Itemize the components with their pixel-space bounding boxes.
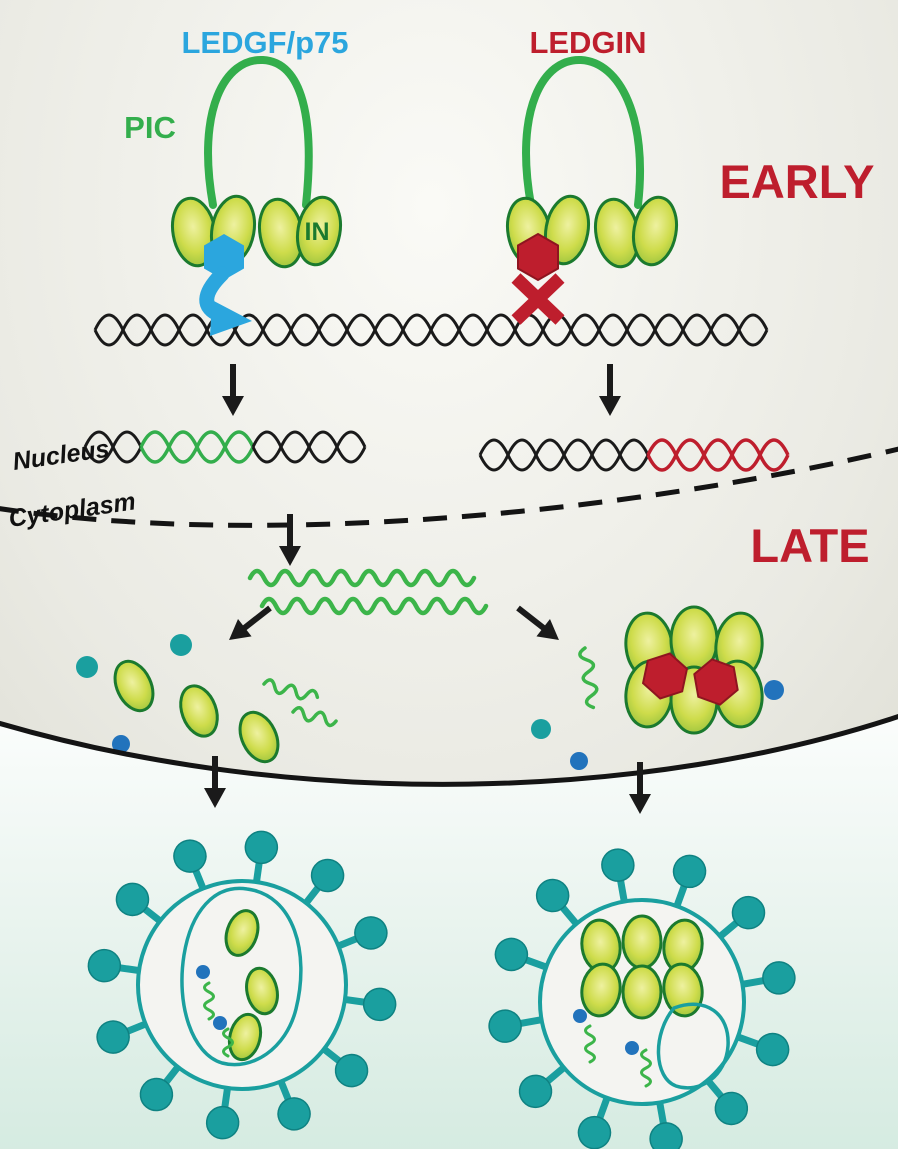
red-aberrant-segment xyxy=(646,438,790,472)
blue-dot xyxy=(764,680,784,700)
integrase-oval xyxy=(245,966,279,1016)
integrase-oval xyxy=(113,659,155,713)
blue-dot xyxy=(112,735,130,753)
blue-dot xyxy=(625,1041,639,1055)
in-label: IN xyxy=(305,218,330,246)
rna-squiggle-small xyxy=(203,981,215,1021)
ledgin-label: LEDGIN xyxy=(529,25,646,60)
provirus-dna-left xyxy=(83,430,367,464)
virion-normal xyxy=(86,829,397,1140)
dna-strand xyxy=(93,313,769,347)
red-aberrant-segment xyxy=(646,438,790,472)
rna-squiggle xyxy=(259,596,489,616)
rna-squiggle-small xyxy=(222,1027,234,1058)
nuclear-membrane xyxy=(0,446,898,528)
early-label: EARLY xyxy=(720,155,875,208)
empty-capsid-core xyxy=(656,1002,730,1090)
integrase-oval xyxy=(621,964,663,1020)
capsid-core xyxy=(180,886,303,1067)
cell-membrane xyxy=(0,713,898,787)
rna-squiggle-small xyxy=(584,1024,596,1064)
dna-strand xyxy=(251,430,367,464)
blocked-x-icon xyxy=(511,273,565,325)
dna-strand xyxy=(478,438,650,472)
rna-squiggle-small xyxy=(291,706,338,728)
provirus-dna-right xyxy=(478,438,790,472)
dna-strand xyxy=(83,430,143,464)
rna-squiggle-small xyxy=(262,678,320,701)
ledgf-tethering-arrowhead xyxy=(210,300,252,336)
rna-squiggle-small xyxy=(578,646,599,710)
integrase-oval xyxy=(238,710,280,764)
teal-dot xyxy=(170,634,192,656)
blue-dot xyxy=(573,1009,587,1023)
integrase-monomers-group xyxy=(76,634,338,764)
blue-dot xyxy=(213,1016,227,1030)
blue-dot xyxy=(570,752,588,770)
rna-squiggle-small xyxy=(640,1048,652,1088)
ledgf-label: LEDGF/p75 xyxy=(181,25,348,60)
teal-dot xyxy=(531,719,551,739)
teal-dot xyxy=(76,656,98,678)
integrase-oval xyxy=(295,195,343,267)
blue-dot xyxy=(196,965,210,979)
integrase-oval xyxy=(224,909,260,957)
host-dna-helix xyxy=(93,313,769,347)
integrase-multimer-group xyxy=(531,605,784,770)
rna-squiggle xyxy=(247,568,477,588)
ledgf-loop xyxy=(522,55,645,209)
ledgin-pic-complex xyxy=(505,55,679,325)
integrase-oval xyxy=(621,914,663,970)
integrase-oval xyxy=(227,1012,263,1062)
ledgin-hexagon xyxy=(517,233,559,281)
green-integration-segment xyxy=(139,430,255,464)
pic-label: PIC xyxy=(124,110,176,145)
viral-rna xyxy=(247,568,489,616)
ledgf-loop xyxy=(204,55,313,209)
integrase-oval xyxy=(179,684,219,738)
integrase-oval xyxy=(580,962,622,1018)
integrase-oval xyxy=(631,195,679,267)
ledgf-pic-complex xyxy=(170,55,343,336)
late-label: LATE xyxy=(750,519,869,572)
virion-aberrant xyxy=(487,847,798,1149)
